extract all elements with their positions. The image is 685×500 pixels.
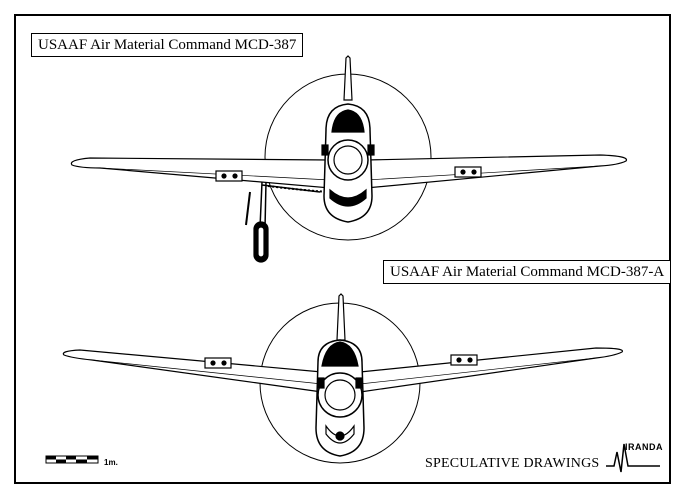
landing-gear-top [259,181,321,229]
aircraft-mcd-387-a [62,293,624,464]
chin-intake-top [329,188,367,207]
right-wing-top [365,154,628,189]
right-wing-bottom [359,347,624,393]
left-wing-bottom [62,349,323,393]
vertical-fin-bottom [336,293,346,341]
aircraft-mcd-387 [70,55,628,263]
speculative-caption: SPECULATIVE DRAWINGS [425,456,600,471]
canopy-top [331,109,365,133]
miranda-logo-icon [606,443,660,473]
chin-intake-bottom [325,424,355,444]
scale-unit-label: 1m. [104,458,118,467]
logo-text: IRANDA [625,442,663,452]
vertical-fin-top [343,55,353,101]
scale-bar-icon [45,455,99,464]
canopy-bottom [321,341,359,367]
drawing-frame [14,14,671,484]
title-label-mcd-387-a: USAAF Air Material Command MCD-387-A [383,260,672,284]
title-label-mcd-387: USAAF Air Material Command MCD-387 [31,33,304,57]
